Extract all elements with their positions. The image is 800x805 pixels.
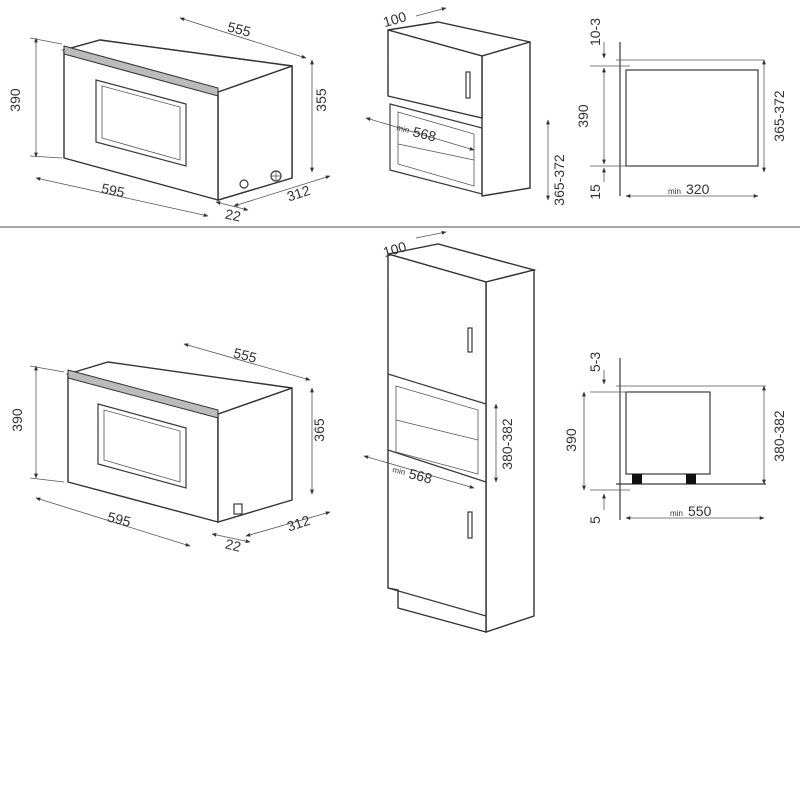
bottom-foot-icon [233,503,243,515]
top-cabinet-range: 365-372 [551,154,567,206]
top-section-height: 390 [575,104,591,128]
bottom-oven-width: 555 [232,345,259,366]
bottom-cabinet-drawing [363,230,537,633]
top-oven-front-width: 595 [100,180,126,201]
bottom-cabinet-top-depth: 100 [381,238,408,260]
bottom-cabinet-range: 380-382 [499,418,515,470]
top-cabinet-top-depth: 100 [381,8,408,30]
top-oven-depth: 355 [313,88,329,112]
bottom-oven-depth: 365 [311,418,327,442]
bottom-section-range: 380-382 [771,410,787,462]
top-section-depth: 320 [686,181,710,197]
top-oven-height: 390 [7,88,23,112]
top-section-drawing [590,42,766,198]
bottom-section-gap-top: 5-3 [587,352,603,372]
top-section-gap-top: 10-3 [587,18,603,46]
top-oven-width: 555 [226,19,253,40]
top-cabinet-niche: 568 [411,123,438,144]
bottom-cabinet-min-label: min [392,465,407,477]
top-cabinet-drawing [365,7,550,201]
bottom-oven-offset: 22 [224,536,243,555]
bottom-oven-height: 390 [9,408,25,432]
top-section-range: 365-372 [771,90,787,142]
bottom-section-depth: 550 [688,503,712,519]
top-oven-offset: 22 [224,206,243,225]
top-cabinet-min-label: min [396,123,411,135]
bottom-section-height: 390 [563,428,579,452]
bottom-section-drawing [582,358,766,520]
bottom-section-min-label: min [670,509,683,518]
top-oven-side: 312 [285,182,312,205]
bottom-oven-side: 312 [285,512,312,535]
bottom-oven-drawing [29,343,331,547]
top-oven-drawing [29,17,331,217]
top-section-min-label: min [668,187,681,196]
bottom-section-gap-bottom: 5 [587,516,603,524]
bottom-cabinet-niche: 568 [407,465,434,486]
bottom-oven-front-width: 595 [106,509,133,530]
top-section-gap-bottom: 15 [587,184,603,200]
